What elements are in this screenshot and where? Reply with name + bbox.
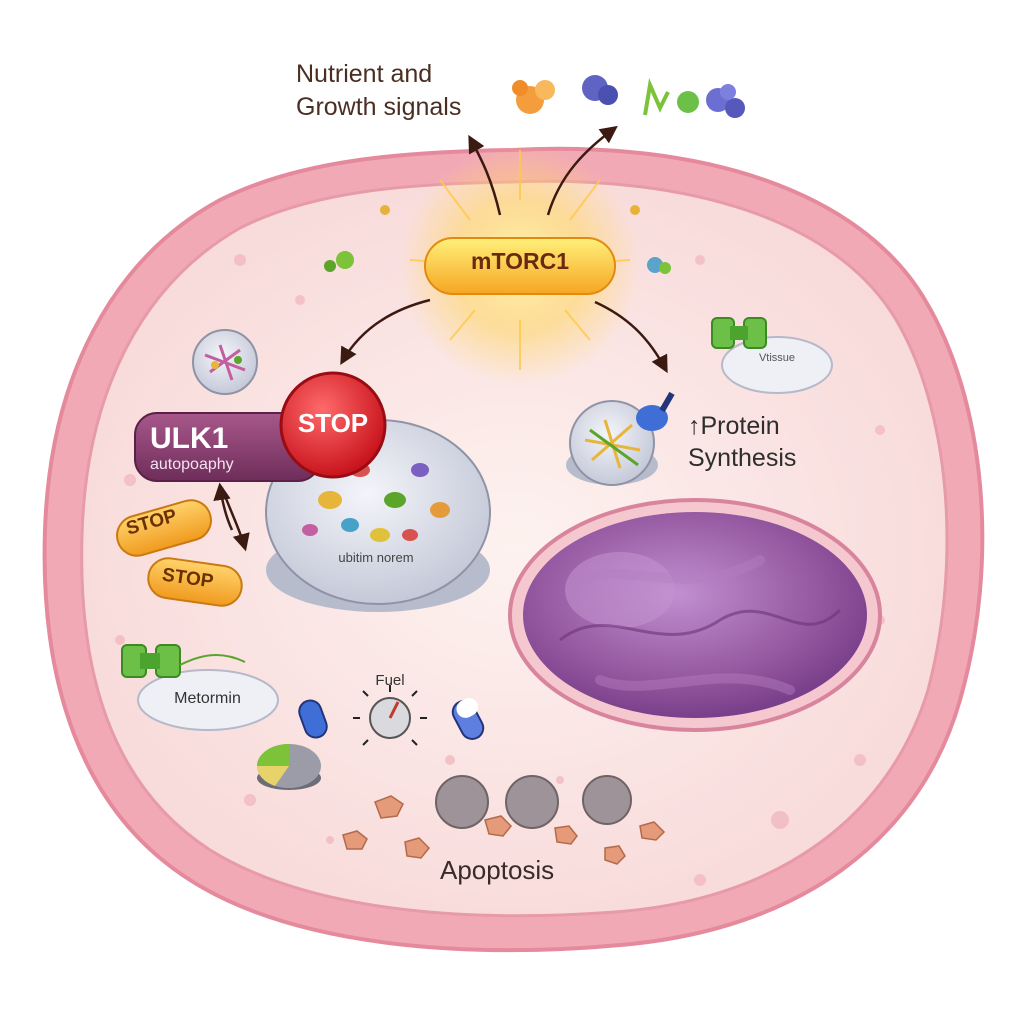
apoptotic-bodies bbox=[342, 775, 666, 865]
up-arrow-icon: ↑ bbox=[688, 412, 701, 440]
vesicle-upper-right bbox=[711, 317, 833, 394]
drug-capsules bbox=[298, 698, 485, 740]
stop-pill-b bbox=[147, 557, 243, 607]
ulk1-label: ULK1 bbox=[150, 422, 229, 455]
nutrient-molecules bbox=[324, 75, 745, 274]
ribosome-vesicle bbox=[566, 391, 675, 486]
vesicle-label: Vtissue bbox=[758, 352, 796, 364]
stop-sign-main bbox=[279, 371, 387, 479]
signals-line-1: Nutrient and bbox=[296, 60, 433, 88]
signals-line-2: Growth signals bbox=[296, 93, 462, 121]
stop-main-label: STOP bbox=[297, 408, 369, 438]
fuel-label: Fuel bbox=[375, 672, 405, 689]
cytoplasm-granules bbox=[115, 254, 885, 886]
mtorc1-label: mTORC1 bbox=[471, 248, 569, 274]
metformin-vesicle bbox=[121, 644, 279, 731]
small-vesicle-left bbox=[192, 329, 258, 395]
protein-line-2: Synthesis bbox=[688, 444, 797, 472]
nucleus bbox=[508, 498, 882, 732]
mtorc1-complex bbox=[400, 145, 640, 385]
energy-disc bbox=[256, 744, 321, 790]
apoptosis-label: Apoptosis bbox=[440, 855, 555, 885]
nutrient-growth-signals-label: Nutrient and Growth signals bbox=[296, 58, 461, 124]
stop-pill-a bbox=[116, 499, 212, 557]
protein-synthesis-label: ↑Protein Synthesis bbox=[688, 410, 796, 474]
metformin-label: Metormin bbox=[174, 690, 241, 707]
protein-word: Protein bbox=[700, 412, 780, 440]
autophagy-label: autopoaphy bbox=[150, 456, 234, 473]
fuel-gauge-icon bbox=[353, 685, 427, 746]
protein-line-1: ↑Protein bbox=[688, 410, 796, 442]
signal-arrows bbox=[213, 125, 668, 552]
lysosome-label: ubitim norem bbox=[338, 550, 414, 565]
